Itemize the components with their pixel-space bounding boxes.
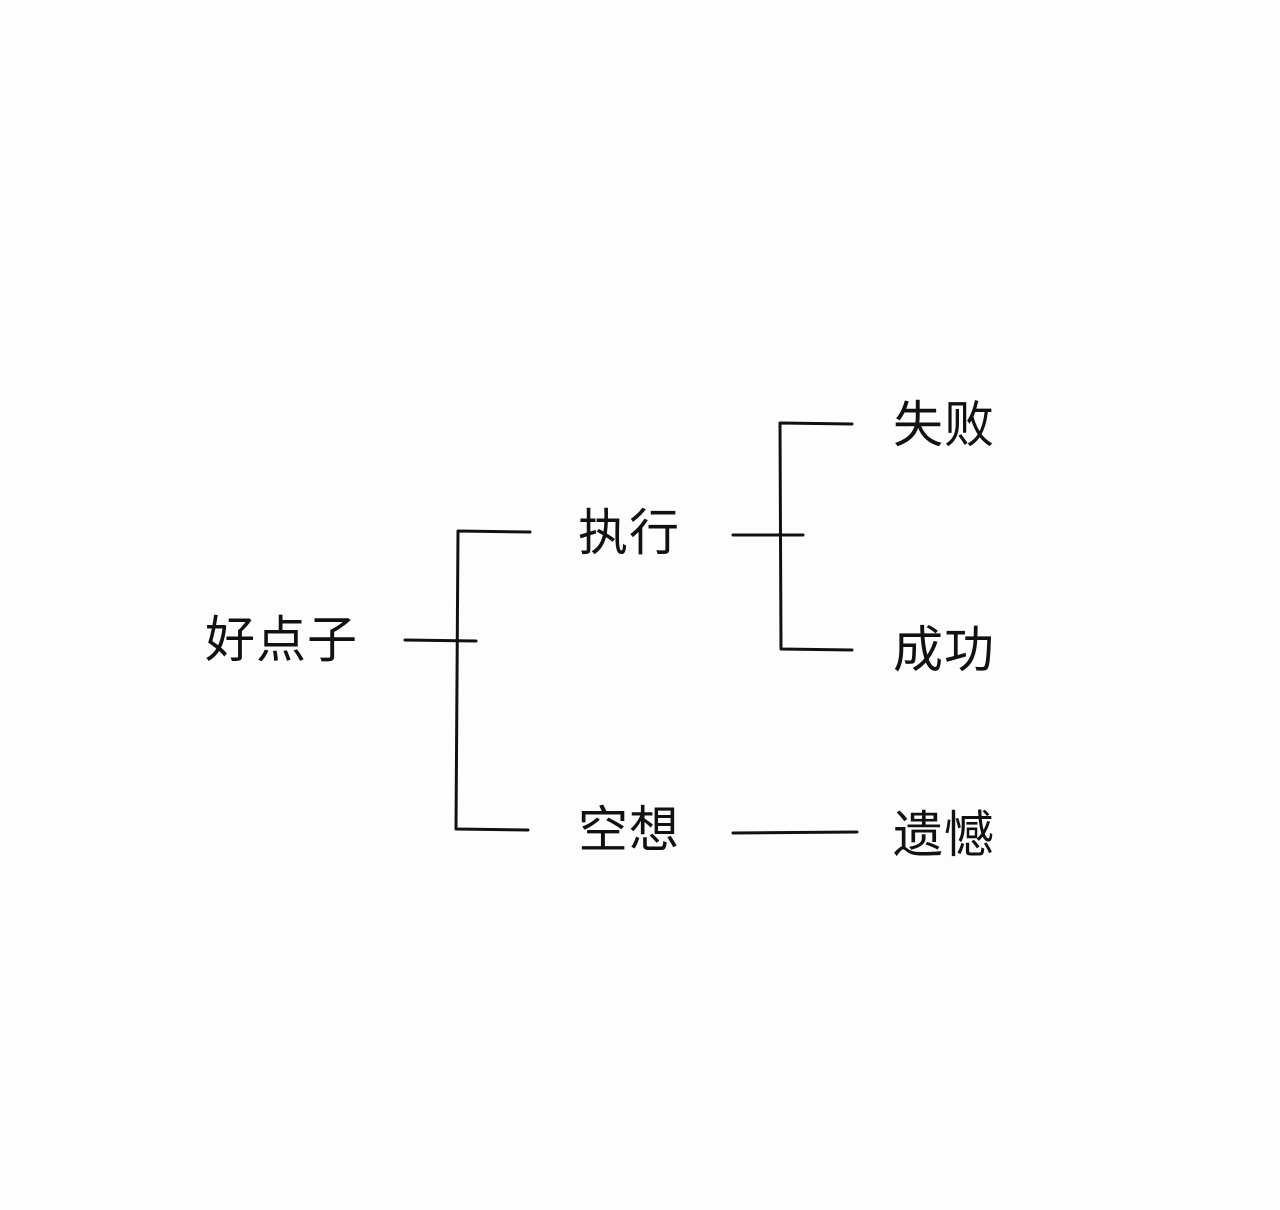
node-failure: 失败 xyxy=(893,396,995,454)
level2-bracket xyxy=(778,421,854,652)
node-execute: 执行 xyxy=(578,504,680,562)
node-daydream: 空想 xyxy=(578,801,680,859)
root-connector xyxy=(403,638,478,643)
node-success: 成功 xyxy=(893,621,995,679)
node-regret: 遗憾 xyxy=(893,806,995,864)
dream-connector xyxy=(731,830,859,835)
node-good-idea: 好点子 xyxy=(205,611,358,669)
level1-bracket xyxy=(454,529,532,832)
